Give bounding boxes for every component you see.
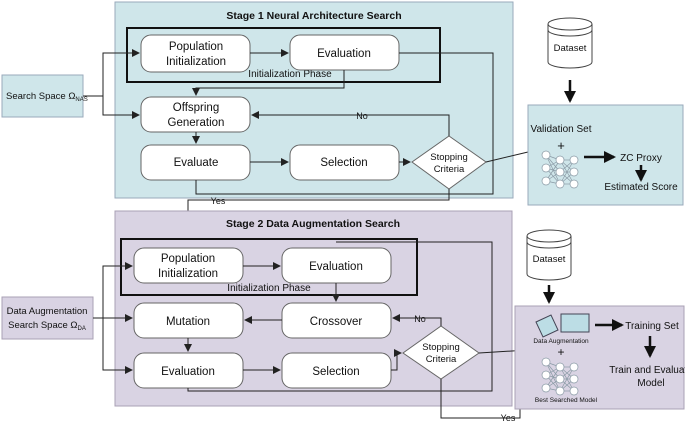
stage1-init-phase-label: Initialization Phase (248, 69, 332, 80)
stage1-init-phase-frame (126, 27, 441, 83)
stage2-mutation-label: Mutation (166, 316, 210, 328)
stage2-crossover-label: Crossover (310, 316, 363, 328)
stage1-evaluation-label: Evaluation (317, 48, 371, 60)
stage1-connectors (184, 49, 529, 248)
validation-set-label: Validation Set (531, 124, 592, 135)
training-plus: + (557, 345, 564, 359)
training-set-label: Training Set (625, 321, 679, 332)
stage2-yes-label: Yes (501, 413, 516, 422)
dataset1-cylinder (547, 17, 593, 69)
stage2-init-phase-label: Initialization Phase (227, 283, 311, 294)
search-space-da-connectors (93, 262, 133, 374)
stage1-selection-label: Selection (320, 157, 367, 169)
stage2-population-init-label-2: Initialization (158, 268, 218, 280)
stage2-stopping-label-1: Stopping (422, 342, 460, 353)
stage2-evaluation-top-label: Evaluation (309, 261, 363, 273)
stage1-population-init-label-2: Initialization (166, 56, 226, 68)
data-augmentation-label: Data Augmentation (533, 338, 589, 345)
stage1-offspring-label-1: Offspring (173, 102, 219, 114)
dataset2-cylinder (526, 229, 572, 281)
stage2-selection-label: Selection (312, 366, 359, 378)
search-space-nas-label: Search Space ΩNAS (6, 91, 88, 103)
stage1-offspring-label-2: Generation (168, 117, 225, 129)
network-icon (541, 150, 579, 189)
zc-proxy-label: ZC Proxy (620, 153, 662, 164)
stage1-no-label: No (356, 111, 368, 121)
stage2-population-init-label-1: Population (161, 253, 215, 265)
validation-plus: + (557, 138, 565, 153)
stage2-evaluation-bottom-label: Evaluation (161, 366, 215, 378)
augmentation-image-icon (535, 313, 590, 338)
stage1-population-init-label-1: Population (169, 41, 223, 53)
search-space-nas-box (1, 74, 84, 118)
search-space-da-box (1, 296, 94, 340)
stage2-no-label: No (414, 314, 426, 324)
stage1-stopping-label-2: Criteria (434, 164, 465, 175)
stage1-evaluate-label: Evaluate (174, 157, 219, 169)
stage2-title: Stage 2 Data Augmentation Search (226, 218, 400, 230)
stage2-stopping-label-2: Criteria (426, 354, 457, 365)
dataset2-label: Dataset (533, 254, 566, 265)
search-space-da-label-2: Search Space ΩDA (8, 320, 86, 332)
stage2-connectors (184, 241, 529, 419)
dataset1-label: Dataset (554, 43, 587, 54)
estimated-score-label: Estimated Score (604, 182, 678, 193)
stage1-stopping-label-1: Stopping (430, 152, 468, 163)
search-space-nas-connectors (83, 49, 140, 119)
search-space-da-label-1: Data Augmentation (7, 306, 88, 317)
stage1-title: Stage 1 Neural Architecture Search (226, 10, 401, 22)
network-icon-2 (541, 357, 579, 396)
train-evaluate-label-1: Train and Evaluate (609, 365, 685, 376)
stage2-init-phase-frame (120, 238, 418, 296)
best-searched-model-label: Best Searched Model (535, 397, 598, 404)
stage1-yes-label: Yes (211, 196, 226, 206)
train-evaluate-label-2: Model (637, 378, 664, 389)
